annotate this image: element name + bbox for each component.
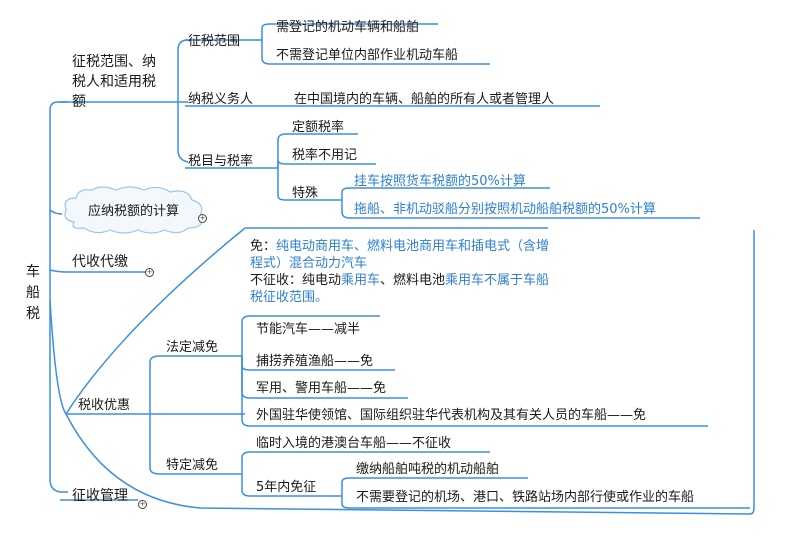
branch-admin[interactable]: 征收管理 <box>72 488 128 504</box>
specific-item: 临时入境的港澳台车船——不征收 <box>256 436 452 451</box>
taxpayer-desc: 在中国境内的车辆、船舶的所有人或者管理人 <box>294 92 555 107</box>
branch-withhold[interactable]: 代收代缴 <box>72 254 128 270</box>
branch-scope: 征税范围、纳税人和适用税额 <box>72 54 156 110</box>
five-year-item: 不需要登记的机场、港口、铁路站场内部行使或作业的车船 <box>356 490 695 505</box>
tax-scope-item: 需登记的机动车辆和船舶 <box>276 20 420 35</box>
statutory-item: 军用、警用车船——免 <box>256 381 387 396</box>
nontax-blue2: 乘用车不属于车船税征收范围。 <box>250 273 550 305</box>
statutory-item: 捕捞养殖渔船——免 <box>256 354 374 369</box>
rate-item: 税率不用记 <box>292 148 358 163</box>
specific-label: 特定减免 <box>166 458 219 473</box>
special-item: 拖船、非机动驳船分别按照机动船舶税额的50%计算 <box>354 202 656 217</box>
nontax-mid: 、燃料电池 <box>380 273 446 288</box>
five-year-label: 5年内免征 <box>256 480 317 495</box>
tax-scope-label: 征税范围 <box>188 34 241 49</box>
special-item: 挂车按照货车税额的50%计算 <box>354 174 526 189</box>
exempt-prefix: 免： <box>250 239 277 254</box>
expand-toggle-icon[interactable]: + <box>198 214 207 223</box>
statutory-item: 外国驻华使领馆、国际组织驻华代表机构及其有关人员的车船——免 <box>256 408 647 423</box>
nontax-prefix: 不征收：纯电动 <box>250 273 342 288</box>
five-year-item: 缴纳船舶吨税的机动船舶 <box>356 462 500 477</box>
statutory-label: 法定减免 <box>166 340 219 355</box>
taxpayer-label: 纳税义务人 <box>188 92 254 107</box>
calc-cloud-shape <box>64 186 203 234</box>
nontax-blue1: 乘用车 <box>341 273 381 288</box>
expand-toggle-icon[interactable]: + <box>138 500 147 509</box>
branch-calc[interactable]: 应纳税额的计算 <box>88 204 180 219</box>
exempt-text: 纯电动商用车、燃料电池商用车和插电式（含增程式）混合动力汽车 <box>250 239 550 271</box>
expand-toggle-icon[interactable]: + <box>145 268 154 277</box>
root-node: 车 船 税 <box>26 264 40 322</box>
tax-scope-item: 不需登记单位内部作业机动车船 <box>276 48 459 63</box>
items-rates-label: 税目与税率 <box>188 154 254 169</box>
special-label: 特殊 <box>292 186 319 201</box>
rate-item: 定额税率 <box>292 120 345 135</box>
branch-preference: 税收优惠 <box>78 398 131 413</box>
statutory-item: 节能汽车——减半 <box>256 322 361 337</box>
preference-note: 免：纯电动商用车、燃料电池商用车和插电式（含增程式）混合动力汽车 不征收：纯电动… <box>250 238 550 306</box>
